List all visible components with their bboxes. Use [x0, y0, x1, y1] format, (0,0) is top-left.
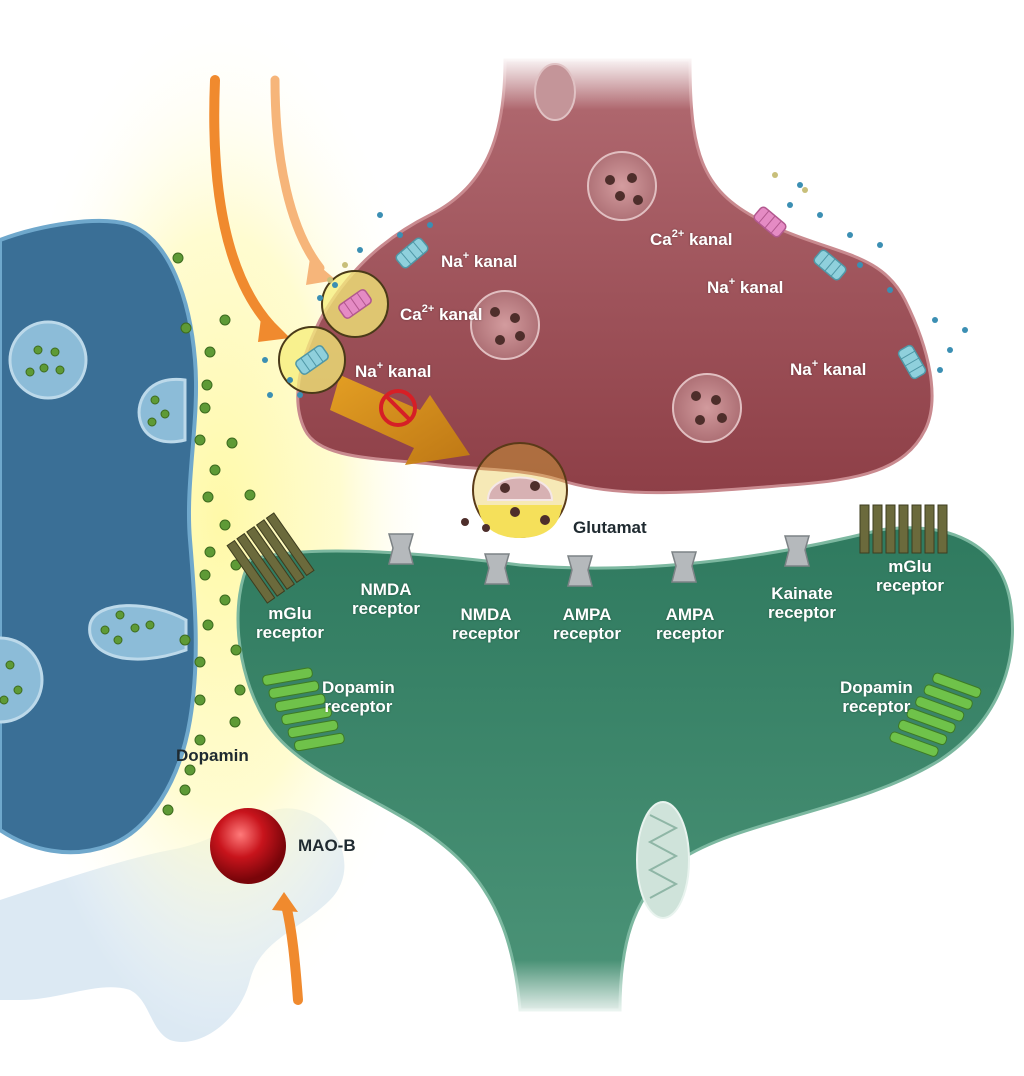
- label-na-channel-left: Na+ kanal: [355, 362, 431, 381]
- mao-b-sphere: [210, 808, 286, 884]
- ampa-receptor: [672, 552, 696, 582]
- vesicle: [673, 374, 741, 442]
- label-mao-b: MAO-B: [298, 836, 356, 855]
- label-ca-channel-left: Ca2+ kanal: [400, 305, 482, 324]
- nmda-receptor: [389, 534, 413, 564]
- label-ca-channel-right: Ca2+ kanal: [650, 230, 732, 249]
- vesicle: [471, 291, 539, 359]
- label-na-channel-top: Na+ kanal: [441, 252, 517, 271]
- nmda-receptor: [485, 554, 509, 584]
- label-na-channel-right2: Na+ kanal: [790, 360, 866, 379]
- vesicle: [588, 152, 656, 220]
- mglu-receptor: [860, 505, 947, 553]
- ampa-receptor: [568, 556, 592, 586]
- kainate-receptor: [785, 536, 809, 566]
- dopamine-neuron: [0, 221, 196, 852]
- label-na-channel-right1: Na+ kanal: [707, 278, 783, 297]
- label-glutamat: Glutamat: [573, 518, 647, 537]
- label-dopamin: Dopamin: [176, 746, 249, 765]
